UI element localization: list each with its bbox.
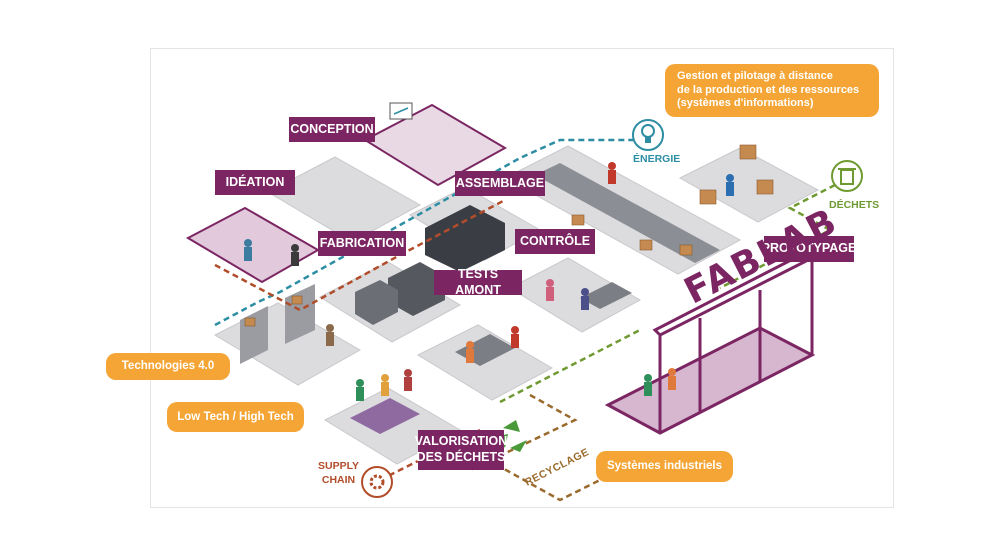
label-technologies: Technologies 4.0 bbox=[106, 353, 230, 380]
label-tests-amont: TESTS AMONT bbox=[434, 267, 522, 297]
tile-fablab bbox=[604, 326, 816, 435]
trash-bin-icon bbox=[831, 160, 863, 192]
label-conception: CONCEPTION bbox=[289, 117, 375, 142]
crates bbox=[244, 144, 774, 327]
label-valorisation: VALORISATION DES DÉCHETS bbox=[415, 430, 507, 470]
whiteboard bbox=[389, 102, 413, 120]
label-systemes-industriels: Systèmes industriels bbox=[596, 451, 733, 482]
label-controle: CONTRÔLE bbox=[515, 229, 595, 254]
label-dechets: DÉCHETS bbox=[829, 199, 880, 211]
tile-controle bbox=[508, 257, 642, 333]
conveyor-belt bbox=[535, 163, 720, 263]
tile-storage-top bbox=[678, 147, 820, 223]
label-supply-chain: SUPPLY CHAIN bbox=[318, 460, 360, 487]
label-assemblage: ASSEMBLAGE bbox=[455, 171, 545, 196]
label-fabrication: FABRICATION bbox=[318, 231, 406, 256]
label-low-high-tech: Low Tech / High Tech bbox=[167, 402, 304, 432]
lightbulb-icon bbox=[632, 119, 664, 151]
label-prototypage: PROTOTYPAGE bbox=[762, 236, 856, 262]
controle-desk bbox=[580, 282, 632, 309]
lowtech-table bbox=[350, 398, 420, 434]
label-gestion-pilotage: Gestion et pilotage à distance de la pro… bbox=[665, 64, 879, 117]
tile-ideation-lounge bbox=[185, 206, 321, 284]
label-ideation: IDÉATION bbox=[215, 170, 295, 195]
fabrication-machine-2 bbox=[355, 280, 398, 325]
flow-dechets bbox=[499, 183, 836, 404]
label-energie: ÉNERGIE bbox=[633, 153, 681, 165]
gear-icon bbox=[361, 466, 393, 498]
people bbox=[244, 162, 734, 401]
assemblage-machine bbox=[425, 205, 505, 272]
tile-ideation-office bbox=[266, 156, 422, 243]
fabrication-machine-1 bbox=[388, 262, 445, 316]
